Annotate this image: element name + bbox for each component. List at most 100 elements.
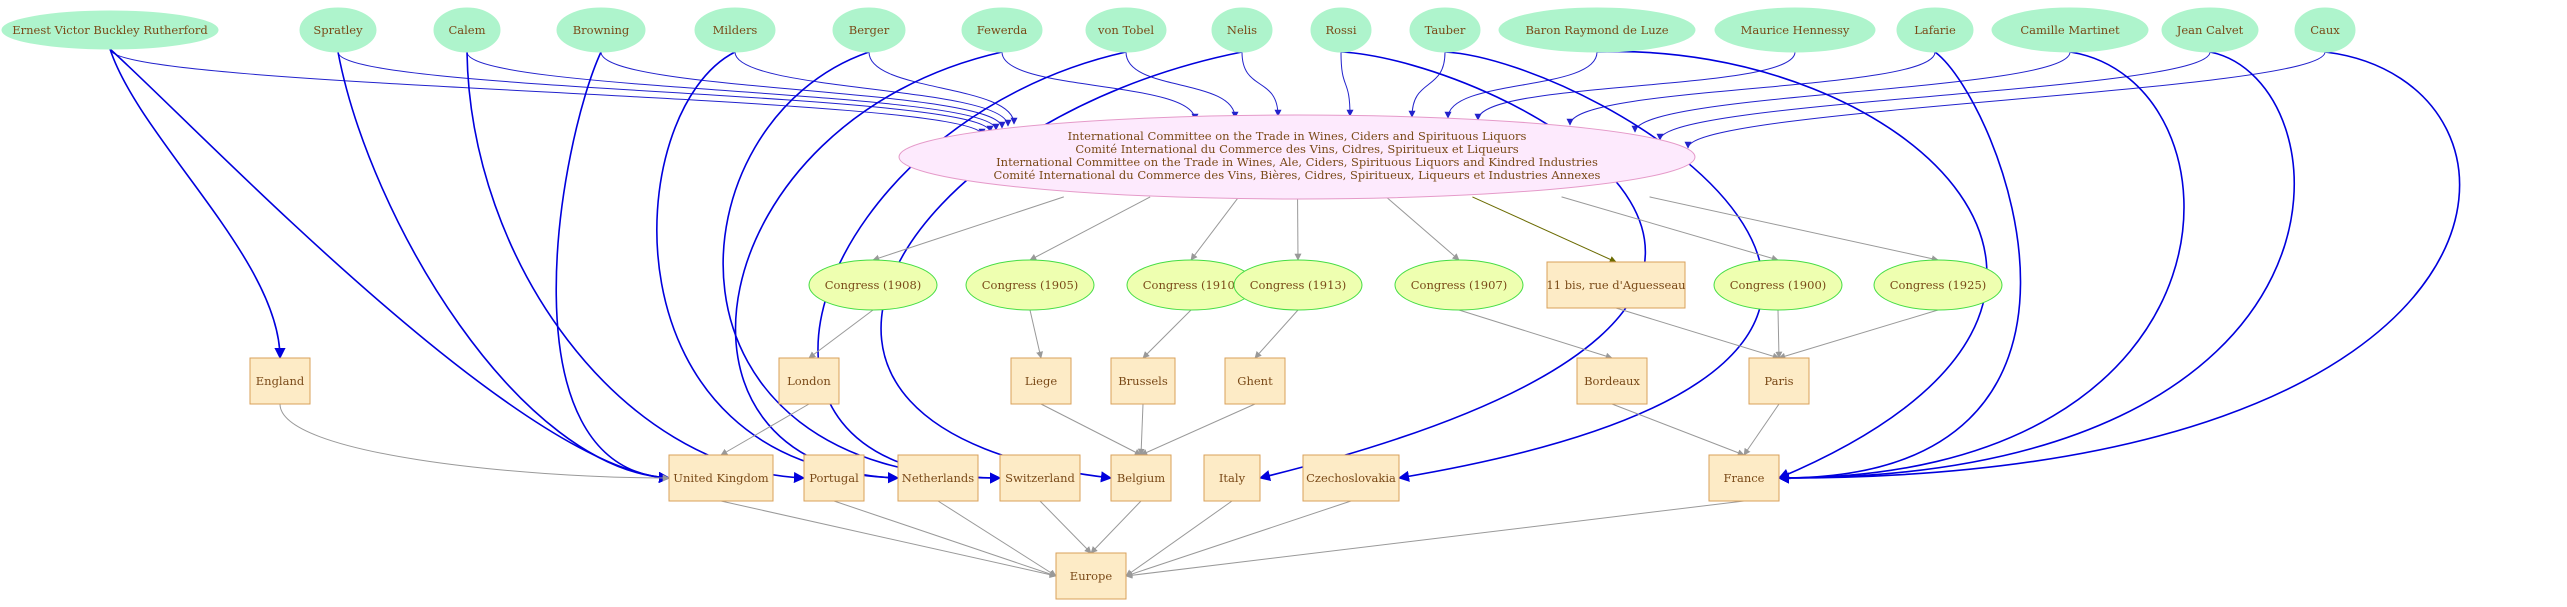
place-node-czech[interactable]: Czechoslovakia bbox=[1302, 454, 1400, 502]
place-node-liege[interactable]: Liege bbox=[1010, 357, 1072, 405]
person-node-hennessy[interactable]: Maurice Hennessy bbox=[1714, 7, 1876, 53]
person-node-rossi[interactable]: Rossi bbox=[1310, 7, 1372, 53]
role-edge-rutherford bbox=[109, 48, 986, 136]
edge-c1910-brussels bbox=[1142, 309, 1192, 359]
person-label: Spratley bbox=[313, 23, 363, 37]
person-label: Berger bbox=[849, 23, 890, 37]
box-label: Europe bbox=[1070, 569, 1113, 583]
box-label: London bbox=[787, 374, 831, 388]
place-node-france[interactable]: France bbox=[1708, 454, 1780, 502]
congress-label: Congress (1907) bbox=[1411, 278, 1508, 292]
place-node-switzerland[interactable]: Switzerland bbox=[999, 454, 1081, 502]
place-node-italy[interactable]: Italy bbox=[1203, 454, 1261, 502]
place-node-ghent[interactable]: Ghent bbox=[1224, 357, 1286, 405]
congress-node-c1913[interactable]: Congress (1913) bbox=[1233, 259, 1363, 311]
person-node-lafarie[interactable]: Lafarie bbox=[1896, 7, 1974, 53]
role-edge-berger bbox=[868, 51, 1018, 125]
person-node-milders[interactable]: Milders bbox=[694, 7, 776, 53]
role-edge-rossi bbox=[1340, 51, 1354, 117]
place-node-uk[interactable]: United Kingdom bbox=[668, 454, 774, 502]
role-edge-lafarie bbox=[1566, 51, 1936, 126]
box-shape bbox=[249, 357, 311, 405]
person-label: Nelis bbox=[1227, 23, 1257, 37]
person-node-fewerda[interactable]: Fewerda bbox=[961, 7, 1043, 53]
place-node-netherlands[interactable]: Netherlands bbox=[897, 454, 979, 502]
person-node-calem[interactable]: Calem bbox=[433, 7, 501, 53]
congress-shape bbox=[1873, 259, 2003, 311]
person-node-caux[interactable]: Caux bbox=[2294, 7, 2356, 53]
committee-shape bbox=[898, 114, 1696, 200]
committee-name-line: Comité International du Commerce des Vin… bbox=[1075, 142, 1518, 156]
person-label: Camille Martinet bbox=[2020, 23, 2120, 37]
person-label: von Tobel bbox=[1097, 23, 1154, 37]
congress-node-c1900[interactable]: Congress (1900) bbox=[1713, 259, 1843, 311]
congress-label: Congress (1908) bbox=[825, 278, 922, 292]
place-node-paris[interactable]: Paris bbox=[1748, 357, 1810, 405]
person-shape bbox=[2294, 7, 2356, 53]
box-shape bbox=[803, 454, 865, 502]
edge-london-uk bbox=[720, 403, 810, 456]
edge-france-europe bbox=[1125, 500, 1745, 579]
congress-node-c1905[interactable]: Congress (1905) bbox=[965, 259, 1095, 311]
place-node-bordeaux[interactable]: Bordeaux bbox=[1576, 357, 1648, 405]
person-node-nelis[interactable]: Nelis bbox=[1211, 7, 1273, 53]
person-node-rutherford[interactable]: Ernest Victor Buckley Rutherford bbox=[1, 10, 219, 50]
edge-liege-belgium bbox=[1040, 403, 1142, 456]
role-edge-fewerda bbox=[1001, 51, 1199, 121]
role-edge-martinet bbox=[1631, 51, 2071, 133]
committee-edge-c1908 bbox=[872, 196, 1064, 262]
person-node-berger[interactable]: Berger bbox=[832, 7, 906, 53]
congress-node-c1908[interactable]: Congress (1908) bbox=[808, 259, 938, 311]
role-edge-calem bbox=[466, 51, 1000, 131]
edge-bordeaux-france bbox=[1611, 403, 1745, 456]
box-shape bbox=[1010, 357, 1072, 405]
box-label: Belgium bbox=[1117, 471, 1165, 485]
edge-c1913-ghent bbox=[1254, 309, 1299, 359]
address-node-addr[interactable]: 11 bis, rue d'Aguesseau bbox=[1546, 261, 1686, 309]
box-shape bbox=[1203, 454, 1261, 502]
person-shape bbox=[433, 7, 501, 53]
edge-c1905-liege bbox=[1029, 309, 1044, 359]
place-node-brussels[interactable]: Brussels bbox=[1110, 357, 1176, 405]
box-label: France bbox=[1724, 471, 1765, 485]
congress-node-c1925[interactable]: Congress (1925) bbox=[1873, 259, 2003, 311]
person-shape bbox=[1085, 7, 1167, 53]
committee-edge-addr bbox=[1472, 196, 1617, 263]
place-node-belgium[interactable]: Belgium bbox=[1110, 454, 1172, 502]
person-node-vontobel[interactable]: von Tobel bbox=[1085, 7, 1167, 53]
person-shape bbox=[1498, 7, 1696, 53]
place-node-portugal[interactable]: Portugal bbox=[803, 454, 865, 502]
person-shape bbox=[1714, 7, 1876, 53]
person-label: Ernest Victor Buckley Rutherford bbox=[12, 23, 208, 37]
place-node-europe[interactable]: Europe bbox=[1055, 552, 1127, 600]
box-label: Bordeaux bbox=[1584, 374, 1640, 388]
box-label: Ghent bbox=[1237, 374, 1273, 388]
person-node-spratley[interactable]: Spratley bbox=[299, 7, 377, 53]
congress-node-c1910[interactable]: Congress (1910) bbox=[1126, 259, 1256, 311]
person-node-luze[interactable]: Baron Raymond de Luze bbox=[1498, 7, 1696, 53]
person-label: Caux bbox=[2310, 23, 2340, 37]
person-node-browning[interactable]: Browning bbox=[556, 7, 646, 53]
congress-node-c1907[interactable]: Congress (1907) bbox=[1394, 259, 1524, 311]
person-node-calvet[interactable]: Jean Calvet bbox=[2161, 7, 2259, 53]
person-node-tauber[interactable]: Tauber bbox=[1409, 7, 1481, 53]
nodes-layer: Ernest Victor Buckley Rutherford Spratley… bbox=[1, 7, 2356, 600]
person-node-martinet[interactable]: Camille Martinet bbox=[1991, 7, 2149, 53]
edge-addr-paris bbox=[1615, 307, 1780, 360]
place-node-england[interactable]: England bbox=[249, 357, 311, 405]
person-shape bbox=[1991, 7, 2149, 53]
member-edge-rossi-italy bbox=[1258, 51, 1647, 482]
box-shape bbox=[1302, 454, 1400, 502]
congress-label: Congress (1925) bbox=[1890, 278, 1987, 292]
place-node-london[interactable]: London bbox=[778, 357, 840, 405]
role-edge-caux bbox=[1684, 51, 2326, 149]
member-edge-rutherford-england bbox=[109, 48, 286, 360]
member-edge-rutherford-uk bbox=[109, 48, 671, 484]
congress-shape bbox=[1713, 259, 1843, 311]
committee-node[interactable]: International Committee on the Trade in … bbox=[898, 114, 1696, 200]
person-label: Calem bbox=[448, 23, 485, 37]
person-label: Tauber bbox=[1425, 23, 1466, 37]
box-label: Liege bbox=[1025, 374, 1057, 388]
member-edge-calem-portugal bbox=[466, 51, 806, 484]
